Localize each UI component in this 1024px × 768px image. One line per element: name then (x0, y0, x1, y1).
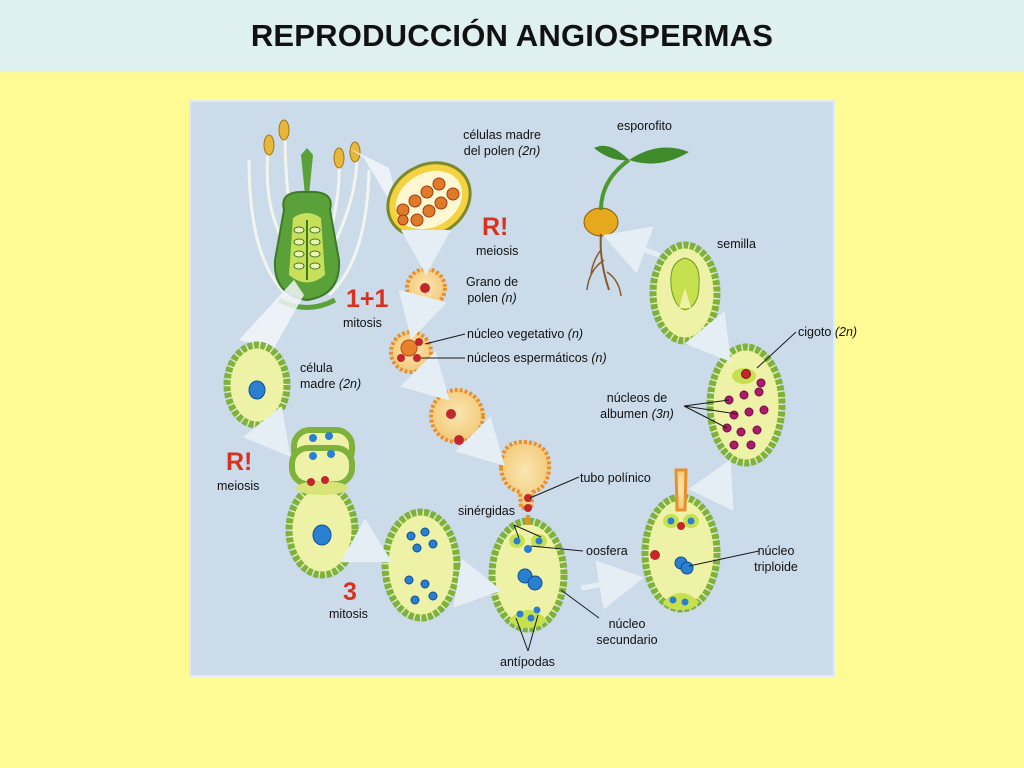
pollen-germinating-2 (498, 439, 552, 512)
label-meiosis-ovule: meiosis (217, 479, 260, 493)
marker-meiosis-ovule: R! (226, 448, 253, 476)
title-bar: REPRODUCCIÓN ANGIOSPERMAS (0, 0, 1024, 72)
label-grano-line1: Grano de (465, 275, 519, 289)
marker-mitosis-pollen: 1+1 (346, 285, 389, 313)
label-albumen-line1: núcleos de (606, 391, 668, 405)
label-celula-madre-line1: célula (300, 361, 333, 375)
label-celula-madre-line2: madre (300, 377, 336, 391)
zygote-albumen-sac (706, 343, 786, 467)
flow-arrows (242, 226, 734, 610)
label-albumen-line2: albumen (600, 407, 649, 421)
label-celula-madre-ploidy: (2n) (338, 377, 362, 391)
label-nucleos-espermaticos-ploidy: (n) (591, 351, 607, 365)
label-albumen: núcleos de albumen (3n) (592, 390, 682, 422)
label-nucleos-espermaticos-text: núcleos espermáticos (467, 351, 588, 365)
fertilization-sac (641, 468, 721, 613)
label-nucleo-secundario-line1: núcleo (608, 617, 646, 631)
megaspore-mother-cell (223, 341, 291, 429)
label-celulas-madre-ploidy: (2n) (518, 144, 541, 158)
label-celulas-madre-line1: células madre (463, 128, 541, 142)
label-meiosis-pollen: meiosis (476, 244, 519, 258)
seed (649, 241, 721, 345)
pollen-sac (386, 161, 472, 239)
label-esporofito: esporofito (617, 119, 672, 133)
mature-embryo-sac (488, 515, 568, 633)
diagram-panel: células madre del polen (2n) R! meiosis … (189, 100, 857, 677)
label-grano-polen: Grano de polen (n) (452, 274, 532, 306)
label-antipodas: antípodas (500, 655, 555, 669)
label-cigoto-text: cigoto (798, 325, 832, 339)
pollen-grain-mitosis (389, 330, 433, 374)
label-mitosis-ovule: mitosis (329, 607, 368, 621)
label-celulas-madre-line2: del polen (463, 144, 515, 158)
label-grano-ploidy: (n) (501, 291, 517, 305)
label-celulas-madre: células madre del polen (2n) (442, 127, 562, 159)
marker-meiosis-pollen: R! (482, 213, 509, 241)
label-semilla: semilla (717, 237, 756, 251)
label-nucleo-secundario-line2: secundario (596, 633, 658, 647)
label-nucleo-triploide: núcleo triploide (741, 543, 811, 575)
label-cigoto: cigoto (2n) (798, 324, 857, 340)
label-nucleo-vegetativo: núcleo vegetativo (n) (467, 326, 583, 342)
label-sinergidas: sinérgidas (458, 504, 515, 518)
pollen-grain (405, 267, 447, 309)
embryo-sac-8-nuclei (381, 508, 461, 622)
label-mitosis-pollen: mitosis (343, 316, 382, 330)
leader-lines (421, 331, 797, 652)
label-celula-madre: célula madre (2n) (300, 360, 361, 392)
flower-illustration (247, 119, 371, 310)
label-oosfera: oosfera (586, 544, 628, 558)
label-nucleo-triploide-line2: triploide (754, 560, 798, 574)
marker-mitosis-ovule: 3 (343, 578, 357, 606)
label-albumen-ploidy: (3n) (651, 407, 674, 421)
label-cigoto-ploidy: (2n) (834, 325, 858, 339)
lifecycle-diagram (189, 100, 835, 677)
label-nucleos-espermaticos: núcleos espermáticos (n) (467, 350, 607, 366)
label-nucleo-vegetativo-text: núcleo vegetativo (467, 327, 565, 341)
label-nucleo-secundario: núcleo secundario (582, 616, 672, 648)
label-tubo-polinico: tubo polínico (580, 471, 651, 485)
label-nucleo-triploide-line1: núcleo (757, 544, 795, 558)
label-grano-line2: polen (467, 291, 498, 305)
label-nucleo-vegetativo-ploidy: (n) (567, 327, 584, 341)
meiosis-stack (285, 427, 359, 579)
page-title: REPRODUCCIÓN ANGIOSPERMAS (250, 18, 774, 53)
